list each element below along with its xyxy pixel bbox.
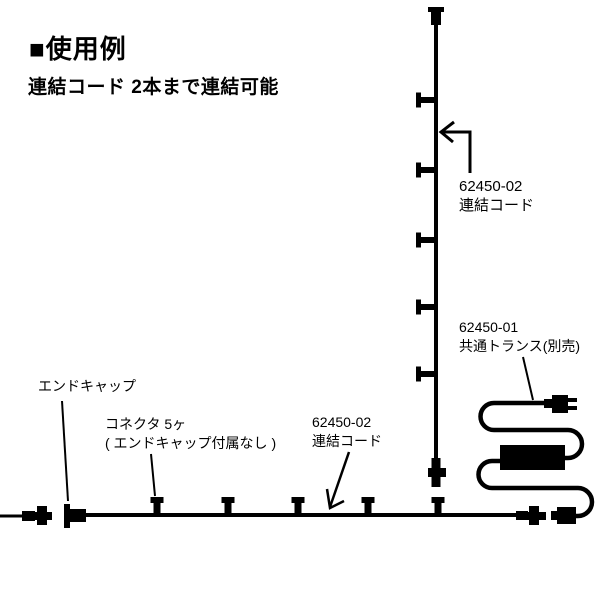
transformer-assembly [476, 395, 595, 524]
connector-nub-stem [420, 371, 436, 377]
connector-nub-cap [416, 299, 421, 315]
arrowhead-downleft-icon [325, 488, 345, 510]
connector-nub-stem [420, 167, 436, 173]
connector-nub-cap [431, 497, 445, 503]
annotation-lines [61, 120, 534, 510]
male-connector-cross [529, 506, 539, 525]
connector-nub-stem [434, 502, 442, 514]
end-cap-body [431, 11, 441, 25]
connector-nub-stem [224, 502, 232, 514]
transformer-box [500, 445, 565, 470]
connector-nub-stem [153, 502, 161, 514]
label-connect-cord-top: 62450-02 連結コード [459, 177, 534, 215]
plug-body [552, 395, 568, 413]
left-cord-stub [0, 506, 52, 525]
horizontal-cord-connectors [150, 497, 445, 514]
power-cord-upper [478, 400, 585, 461]
connector-nub-stem [364, 502, 372, 514]
female-connector-stub [551, 511, 558, 520]
arrow-connect-cord-bottom [328, 451, 351, 508]
end-cap-bar [428, 7, 444, 12]
leader-transformer [522, 356, 534, 401]
end-cap-bar [64, 504, 70, 528]
plug-neck [544, 399, 554, 408]
plug-prong-top [567, 398, 577, 402]
cord-female-connector [551, 507, 576, 524]
part-name: 共通トランス(別売) [459, 338, 581, 354]
vertical-cord [416, 7, 446, 487]
connector-nub-stem [420, 304, 436, 310]
label-end-cap: エンドキャップ [38, 377, 136, 396]
inline-connector-cross [428, 468, 446, 477]
male-connector-cross [37, 506, 47, 525]
connector-nub-stem [420, 237, 436, 243]
connector-nub-cap [361, 497, 375, 503]
male-connector-neck [516, 511, 528, 520]
female-connector-body [557, 507, 576, 524]
part-name: 連結コード [312, 433, 382, 449]
connector-nub-cap [221, 497, 235, 503]
label-connect-cord-bottom: 62450-02 連結コード [312, 413, 382, 451]
part-code: 62450-02 [459, 178, 523, 195]
plug-prong-bottom [567, 406, 577, 410]
male-connector-neck [22, 511, 35, 521]
part-code: 62450-01 [459, 319, 519, 335]
part-name: コネクタ 5ヶ [105, 416, 187, 432]
connector-nub-cap [416, 162, 421, 178]
horizontal-cord [64, 497, 546, 528]
arrowhead-left-icon [438, 120, 455, 144]
page-title: ■使用例 [29, 34, 127, 64]
part-name: 連結コード [459, 197, 535, 214]
label-connector: コネクタ 5ヶ ( エンドキャップ付属なし ) [105, 415, 276, 453]
leader-connector [150, 453, 156, 497]
end-cap-body [70, 509, 86, 522]
label-transformer: 62450-01 共通トランス(別売) [459, 318, 580, 356]
connector-nub-cap [291, 497, 305, 503]
page-subtitle: 連結コード 2本まで連結可能 [28, 77, 279, 98]
connector-nub-stem [294, 502, 302, 514]
connector-nub-cap [416, 92, 421, 108]
connector-nub-cap [150, 497, 164, 503]
power-cord-lower [476, 458, 595, 519]
part-name: エンドキャップ [38, 378, 136, 394]
part-note: ( エンドキャップ付属なし ) [105, 435, 277, 451]
connector-nub-cap [416, 366, 421, 382]
leader-end-cap [61, 400, 69, 502]
connector-nub-stem [420, 97, 436, 103]
connector-nub-cap [416, 232, 421, 248]
vertical-cord-connectors [416, 92, 436, 382]
power-plug [544, 395, 577, 413]
part-code: 62450-02 [312, 414, 372, 430]
arrow-connect-cord-top [442, 130, 472, 173]
